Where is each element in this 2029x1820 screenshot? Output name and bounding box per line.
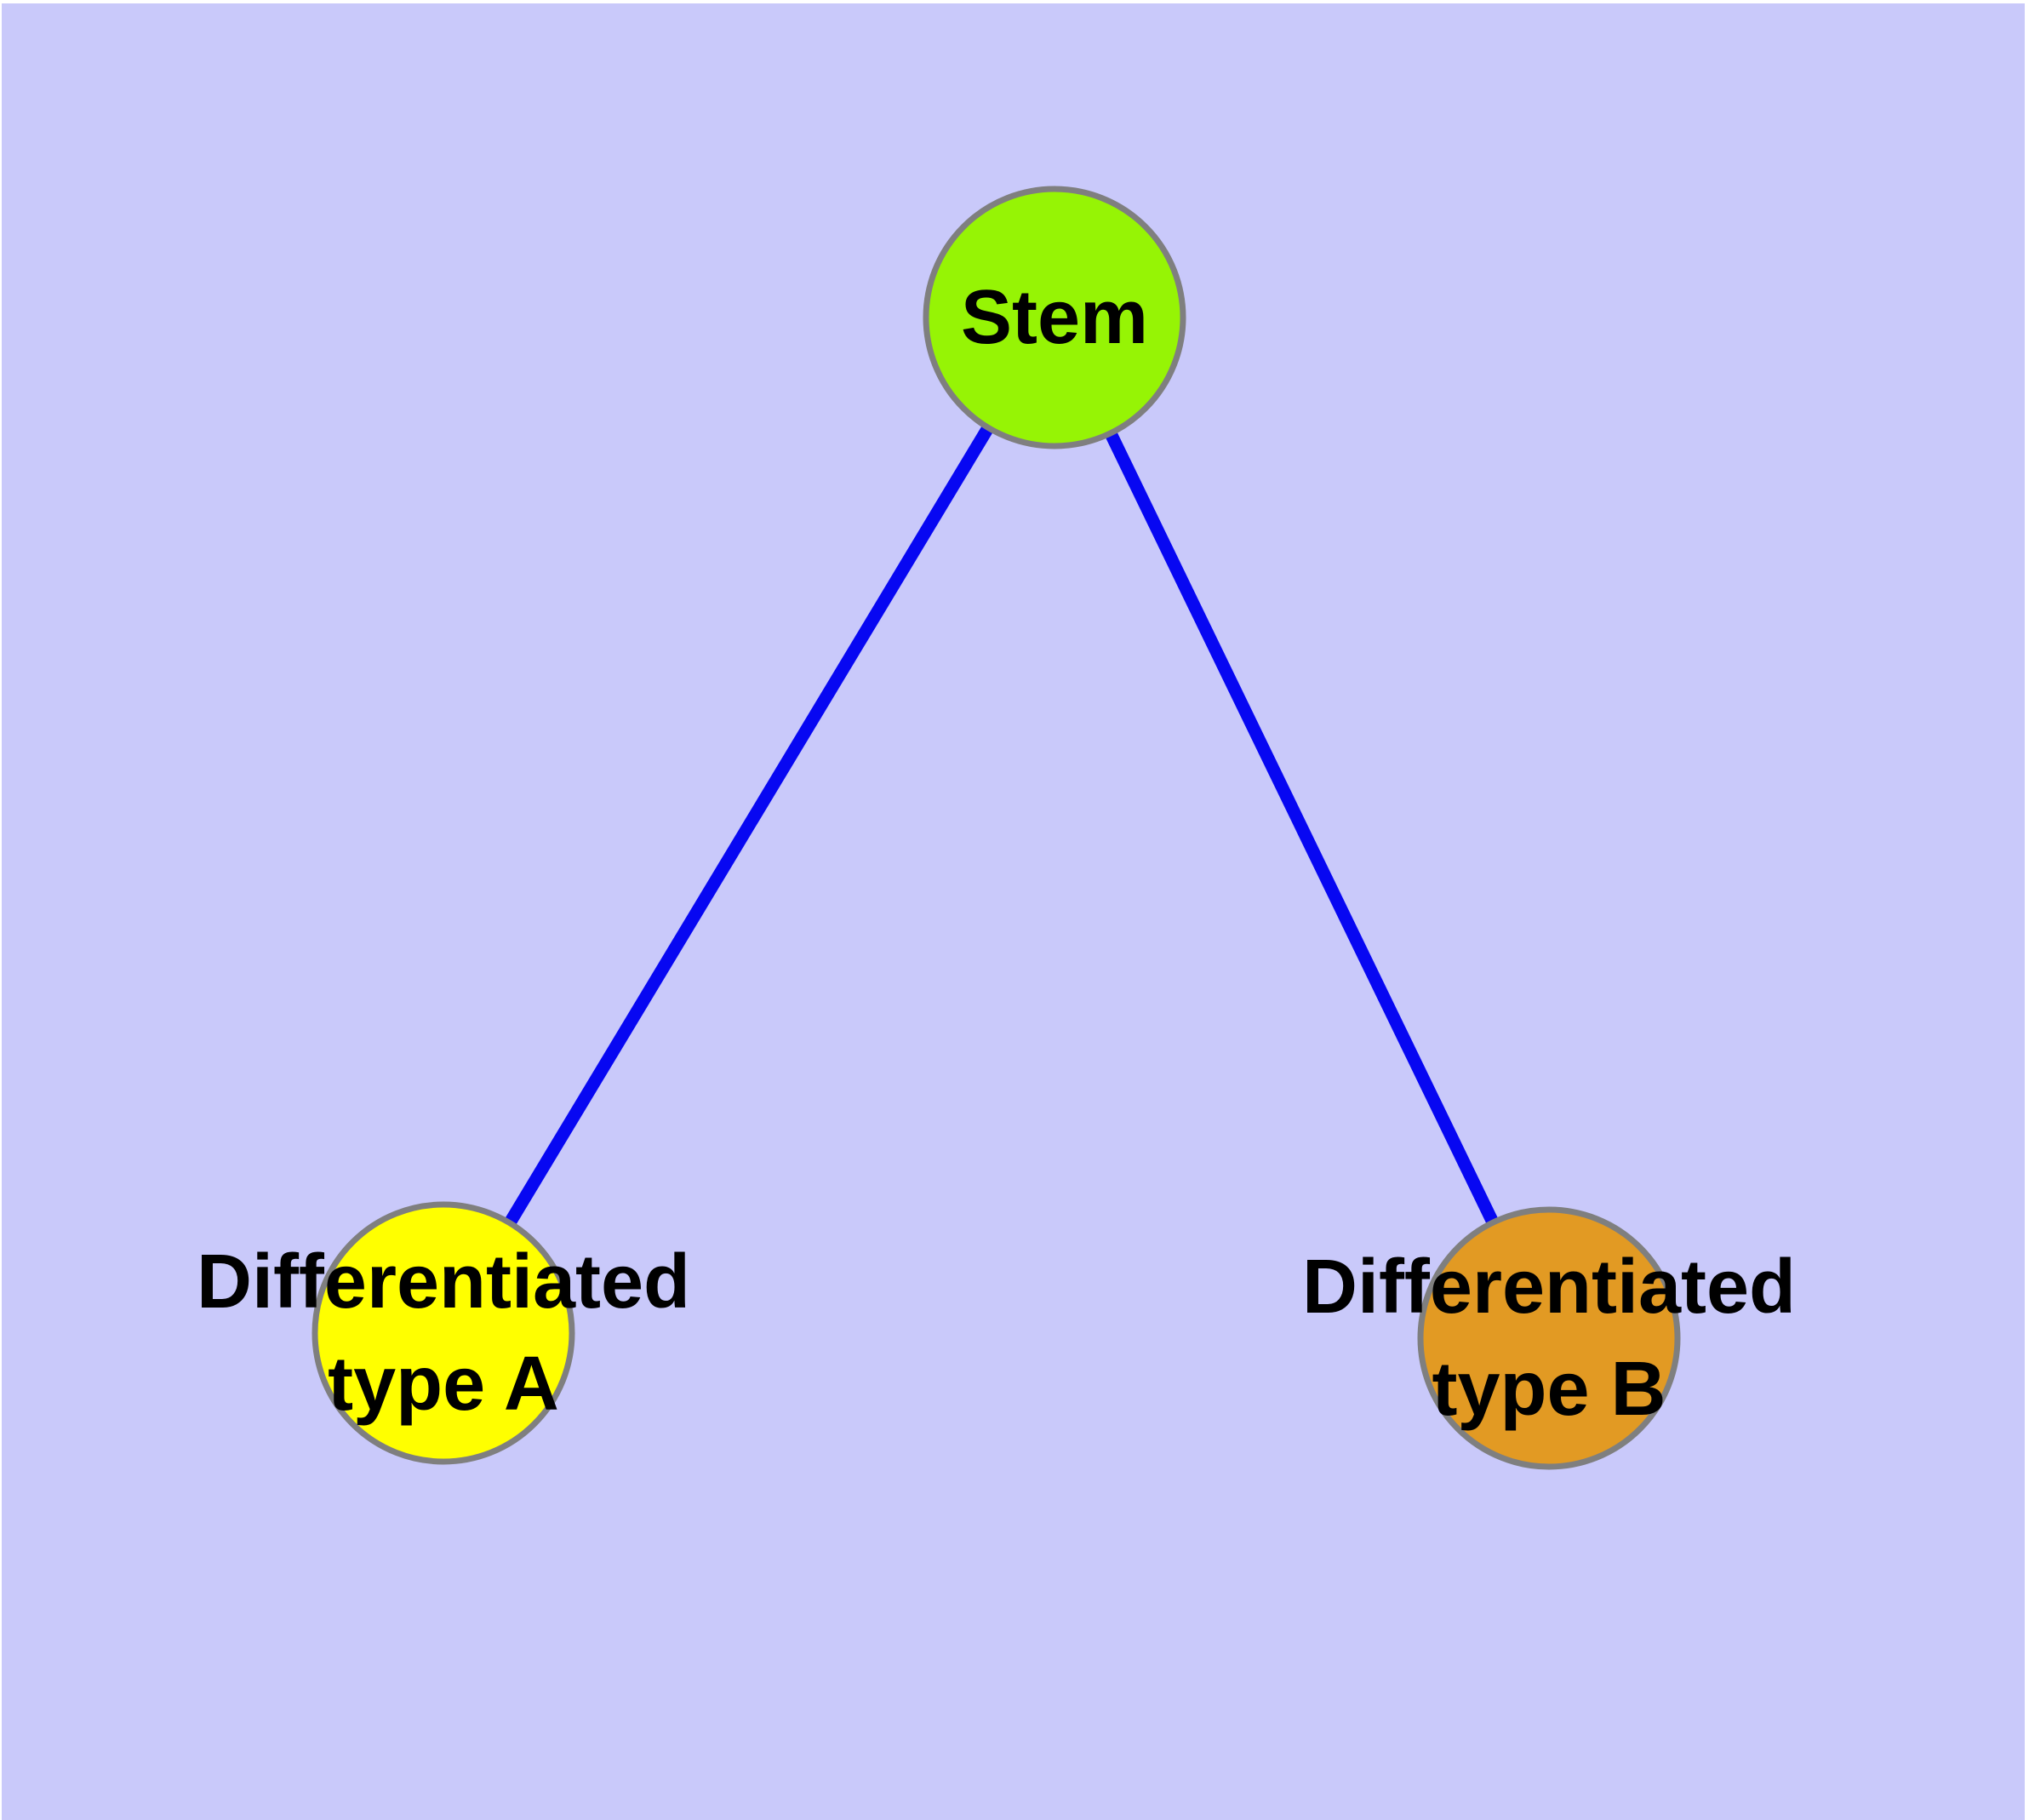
- node-stem: [923, 186, 1186, 449]
- edge-stem-to-differentiated-type-a: [437, 314, 1060, 1336]
- edge-stem-to-differentiated-type-b: [1049, 314, 1555, 1342]
- node-differentiated-type-a: [311, 1201, 575, 1465]
- nodes-layer: [311, 186, 1681, 1470]
- edges-layer: [437, 314, 1555, 1342]
- node-differentiated-type-b: [1417, 1206, 1681, 1470]
- node-label-stem: Stem: [961, 275, 1148, 360]
